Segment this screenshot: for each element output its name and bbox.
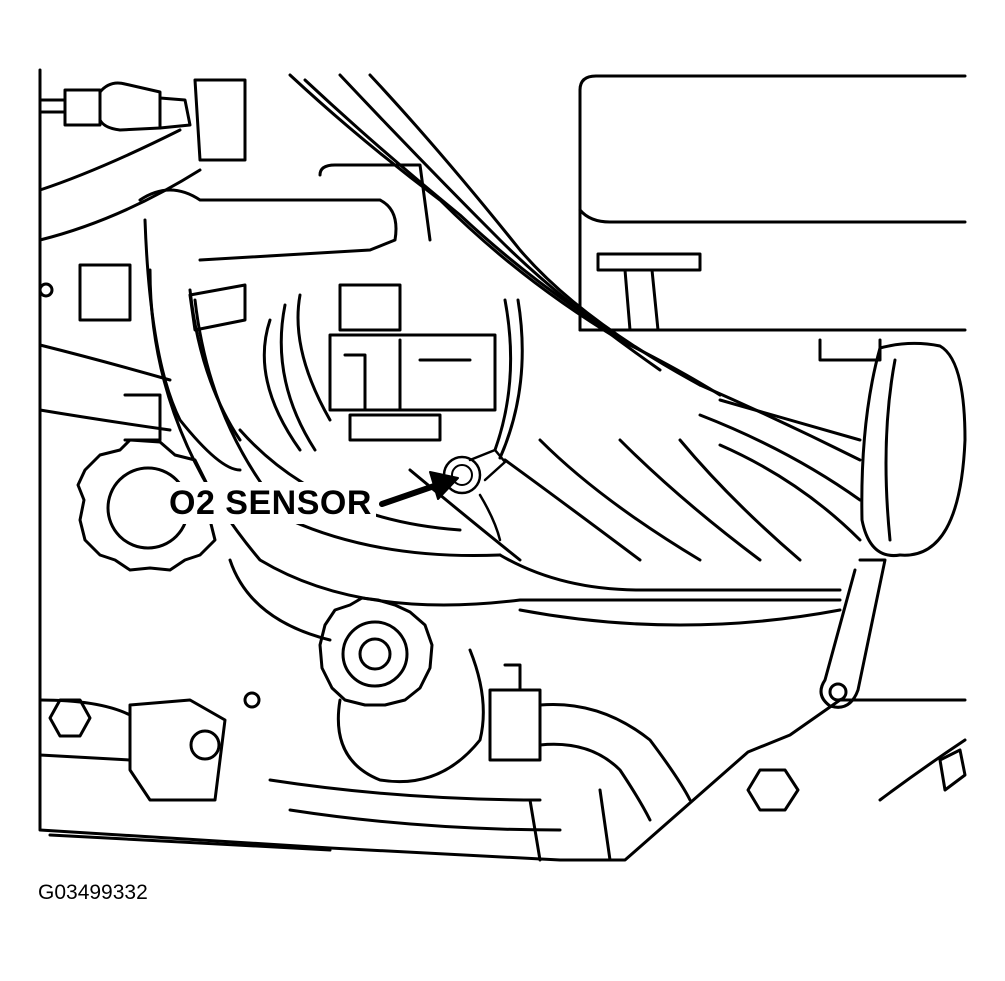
coolant-hoses [38, 78, 432, 472]
intake-duct [698, 341, 967, 558]
figure-code: G03499332 [38, 881, 148, 904]
o2-sensor-component [442, 298, 524, 542]
exhaust-manifold [148, 268, 842, 642]
bolt-head-right [746, 768, 800, 812]
mounting-bracket [48, 558, 967, 812]
bolt-head-left [48, 698, 92, 738]
filter-boss [318, 596, 485, 784]
o2-sensor-label: O2 SENSOR [165, 482, 376, 524]
lower-plumbing [38, 663, 692, 862]
callout-arrow [379, 471, 459, 507]
engine-outline [38, 68, 967, 862]
wiring-harness [38, 73, 722, 432]
air-filter-housing [578, 74, 967, 362]
harness-connector [262, 283, 497, 452]
